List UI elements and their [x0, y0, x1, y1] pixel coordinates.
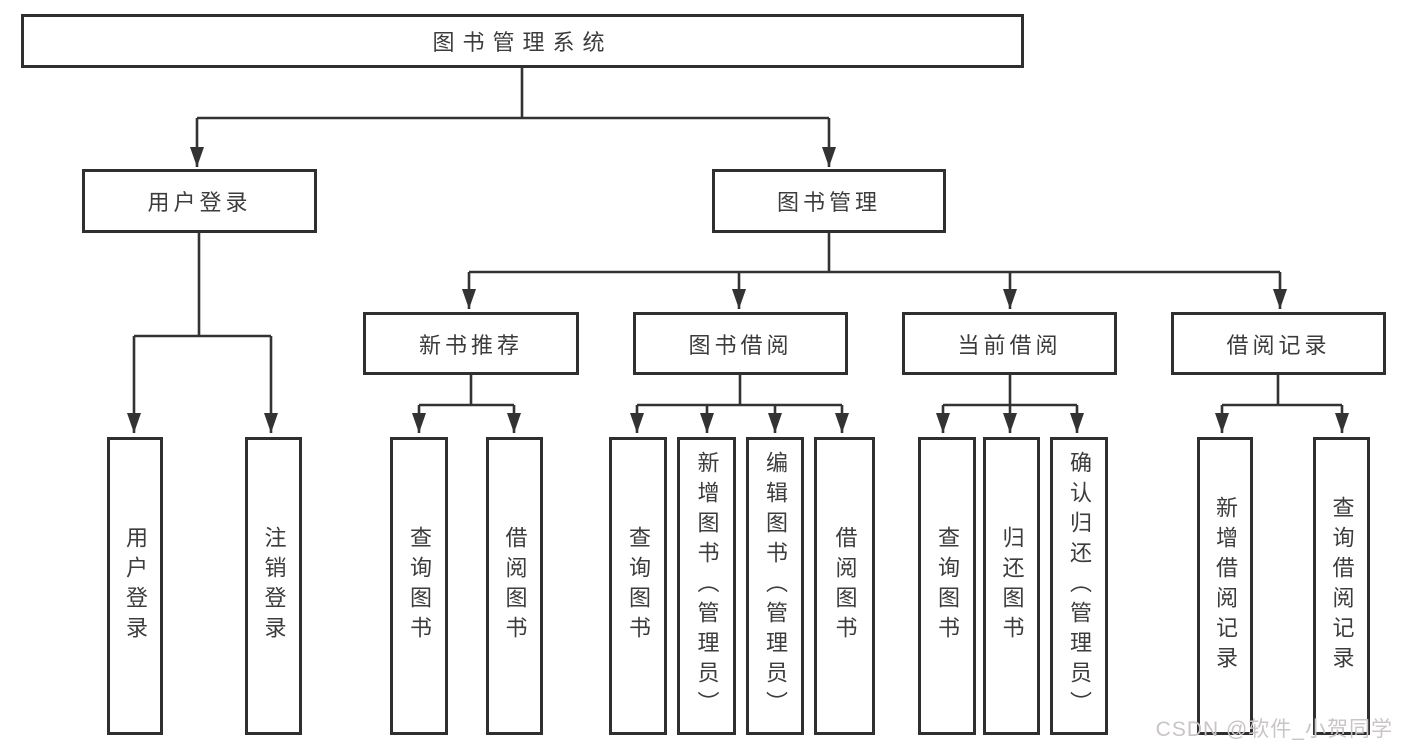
node-label: 新书推荐: [418, 332, 523, 358]
connector-newbook-to-leaves: [412, 375, 521, 433]
watermark-text: CSDN @软件_小贺同学: [1155, 718, 1393, 741]
node-label: 查询图书: [626, 526, 651, 646]
node-label: 查询图书: [935, 526, 960, 646]
node-leaf-edit-book-admin: 编辑图书（管理员）: [746, 437, 804, 735]
connector-bookmgmt-to-level3: [462, 233, 1287, 309]
connector-currentborrow-to-leaves: [936, 375, 1084, 433]
node-user-login: 用户登录: [82, 169, 317, 233]
node-book-borrowing: 图书借阅: [633, 312, 848, 375]
node-current-borrowing: 当前借阅: [902, 312, 1117, 375]
node-book-management: 图书管理: [712, 169, 946, 233]
node-leaf-return-books: 归还图书: [983, 437, 1040, 735]
node-leaf-query-books-recommend: 查询图书: [390, 437, 448, 735]
node-label: 查询图书: [407, 526, 432, 646]
connector-root-to-level2: [190, 68, 836, 167]
node-label: 借阅图书: [832, 526, 858, 646]
node-borrowing-records: 借阅记录: [1171, 312, 1386, 375]
node-leaf-add-book-admin: 新增图书（管理员）: [677, 437, 736, 735]
node-label: 借阅图书: [502, 526, 528, 646]
node-library-management-system: 图书管理系统: [21, 14, 1024, 68]
node-label: 新增借阅记录: [1213, 496, 1238, 676]
node-new-book-recommendation: 新书推荐: [363, 312, 579, 375]
node-leaf-borrow-books-recommend: 借阅图书: [486, 437, 543, 735]
node-leaf-user-login: 用户登录: [107, 437, 163, 735]
node-label: 确认归还（管理员）: [1067, 451, 1092, 721]
node-leaf-query-books-borrowing: 查询图书: [609, 437, 667, 735]
node-label: 图书管理系统: [432, 30, 613, 55]
node-leaf-add-borrow-record: 新增借阅记录: [1197, 437, 1253, 735]
connector-bookborrow-to-leaves: [630, 375, 849, 433]
node-label: 注销登录: [261, 526, 287, 646]
node-label: 图书借阅: [688, 332, 793, 358]
node-label: 用户登录: [147, 190, 252, 215]
node-label: 图书管理: [776, 190, 881, 215]
node-label: 编辑图书（管理员）: [763, 451, 788, 721]
node-label: 新增图书（管理员）: [694, 451, 720, 721]
node-label: 用户登录: [123, 526, 148, 646]
node-leaf-confirm-return-admin: 确认归还（管理员）: [1050, 437, 1108, 735]
node-leaf-logout: 注销登录: [245, 437, 302, 735]
node-leaf-borrow-books: 借阅图书: [814, 437, 875, 735]
node-label: 当前借阅: [957, 332, 1062, 358]
node-label: 归还图书: [999, 526, 1025, 646]
node-leaf-query-books-current: 查询图书: [918, 437, 976, 735]
connector-userlogin-to-leaves: [127, 233, 278, 433]
node-label: 查询借阅记录: [1329, 496, 1355, 676]
connector-records-to-leaves: [1215, 375, 1349, 433]
node-label: 借阅记录: [1226, 332, 1331, 358]
node-leaf-query-borrow-record: 查询借阅记录: [1313, 437, 1370, 735]
